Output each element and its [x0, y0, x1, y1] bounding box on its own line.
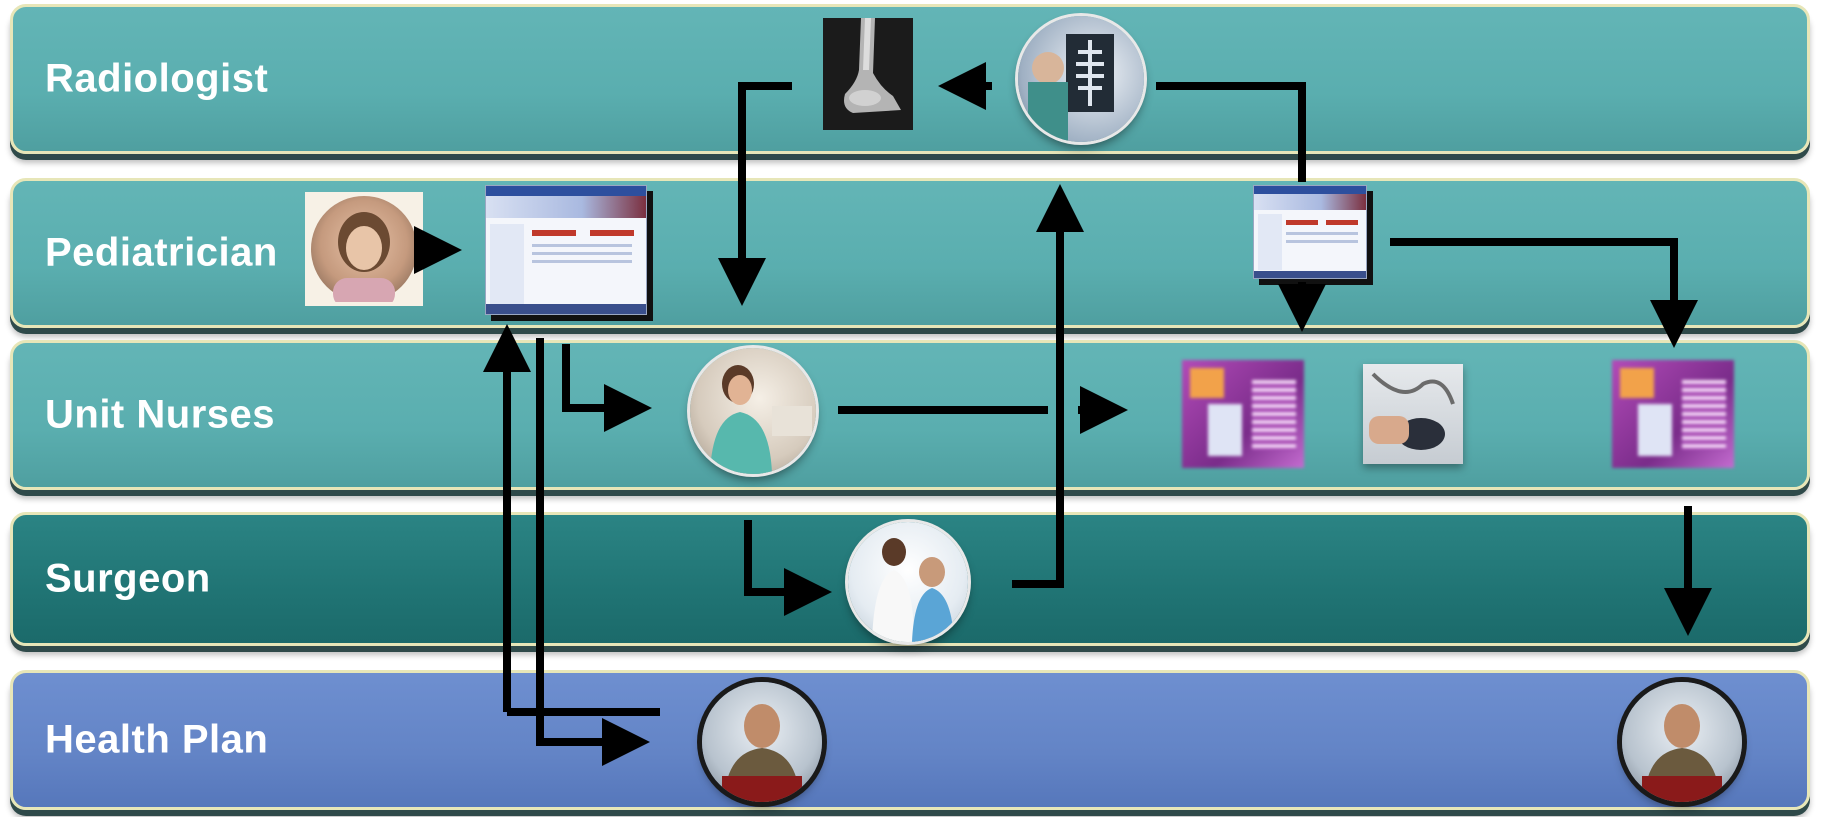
arrow-nurse-to-surgeon: [744, 520, 832, 616]
arrow-xray-to-nurse: [718, 82, 792, 306]
health-plan-reviewer-photo-2: [1622, 682, 1742, 802]
arrow-report-to-pharmacy-2: [1390, 238, 1698, 348]
arrow-surgeon-to-radiologist: [1012, 184, 1084, 588]
pharmacy-system-screen-1: [1182, 360, 1304, 468]
arrow-radiologist-to-report: [1156, 82, 1306, 182]
ehr-screen-radiology-report: [1253, 185, 1367, 279]
lane-health-plan: Health Plan: [10, 670, 1810, 810]
lane-label-radiologist: Radiologist: [45, 56, 269, 101]
lane-label-health-plan: Health Plan: [45, 717, 269, 762]
ankle-xray-image: [823, 18, 913, 130]
lane-label-unit-nurses: Unit Nurses: [45, 392, 275, 437]
arrow-ehr-to-health-plan-lower: [536, 338, 650, 766]
surgeon-photo: [848, 522, 968, 642]
pediatrician-photo: [305, 192, 423, 306]
lane-label-pediatrician: Pediatrician: [45, 230, 278, 275]
lane-unit-nurses: Unit Nurses: [10, 340, 1810, 490]
lane-pediatrician: Pediatrician: [10, 178, 1810, 328]
ehr-screen-pediatrician: [485, 185, 647, 315]
nurse-photo: [690, 348, 816, 474]
arrow-ehr-to-nurse: [562, 344, 652, 432]
radiologist-photo: [1018, 16, 1144, 142]
pharmacy-system-screen-2: [1612, 360, 1734, 468]
blood-pressure-photo: [1363, 364, 1463, 464]
lane-label-surgeon: Surgeon: [45, 556, 211, 601]
